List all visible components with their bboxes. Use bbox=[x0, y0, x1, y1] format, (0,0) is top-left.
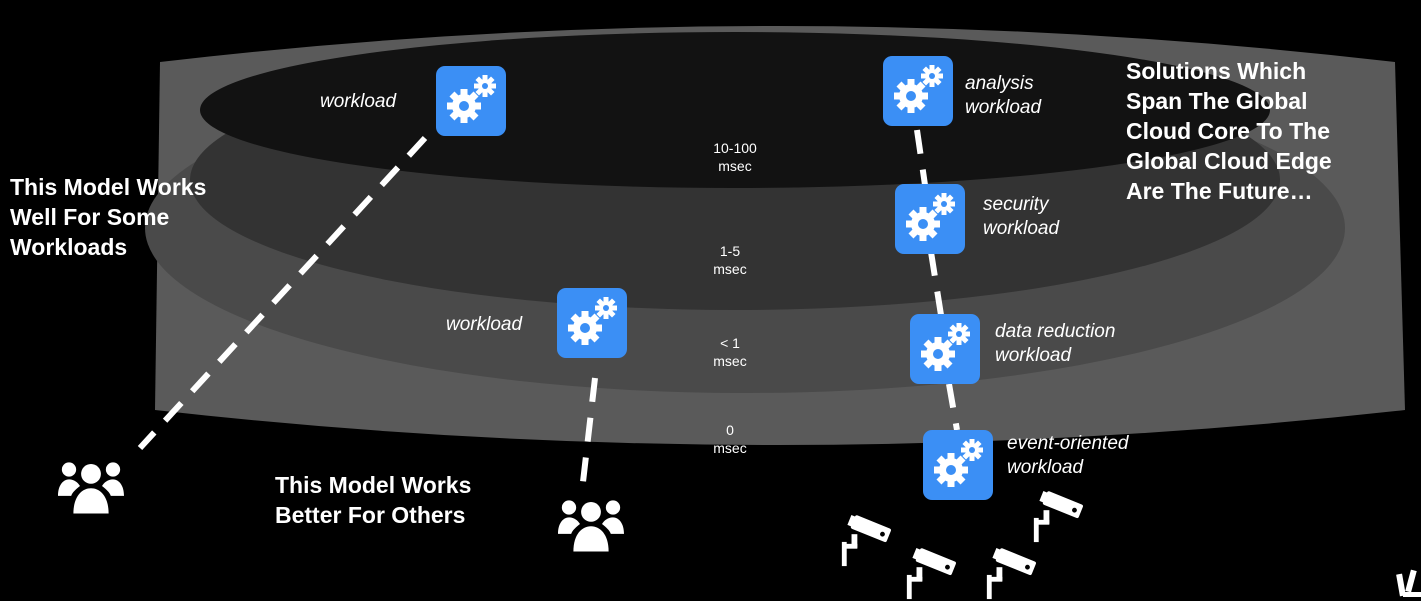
users-icon-bottom bbox=[558, 500, 624, 552]
workload-analysis-gears-icon[interactable] bbox=[883, 56, 953, 126]
workload-core-label: workload bbox=[320, 91, 397, 112]
note-bottom: This Model Works Better For Others bbox=[275, 472, 472, 528]
latency-inner: < 1 msec bbox=[713, 335, 747, 369]
latency-core: 10-100 msec bbox=[713, 140, 757, 174]
workload-security-gears-icon[interactable] bbox=[895, 184, 965, 254]
path-inner-to-users bbox=[580, 377, 598, 483]
path-analysis-to-security bbox=[914, 129, 928, 186]
path-data-to-event bbox=[946, 383, 960, 431]
logo-mark bbox=[1396, 569, 1421, 597]
workload-core-gears-icon[interactable] bbox=[436, 66, 506, 136]
camera-icon-4 bbox=[1033, 489, 1084, 543]
workload-data-reduction-gears-icon[interactable] bbox=[910, 314, 980, 384]
workload-analysis-label: analysis workload bbox=[965, 73, 1042, 118]
path-security-to-data bbox=[928, 251, 944, 316]
users-icon-left bbox=[58, 462, 124, 514]
camera-icon-2 bbox=[906, 546, 957, 600]
note-right: Solutions Which Span The Global Cloud Co… bbox=[1126, 58, 1332, 204]
workload-data-reduction-label: data reduction workload bbox=[995, 321, 1116, 366]
camera-icon-1 bbox=[841, 513, 892, 567]
workload-security-label: security workload bbox=[983, 194, 1060, 239]
note-left: This Model Works Well For Some Workloads bbox=[10, 174, 207, 260]
workload-inner-label: workload bbox=[446, 314, 523, 335]
workload-event-label: event-oriented workload bbox=[1007, 433, 1129, 478]
path-core-to-users bbox=[137, 135, 428, 451]
workload-inner-gears-icon[interactable] bbox=[557, 288, 627, 358]
workload-event-gears-icon[interactable] bbox=[923, 430, 993, 500]
camera-icon-3 bbox=[986, 546, 1037, 600]
latency-edge: 0 msec bbox=[713, 422, 747, 456]
latency-mid: 1-5 msec bbox=[713, 243, 747, 277]
